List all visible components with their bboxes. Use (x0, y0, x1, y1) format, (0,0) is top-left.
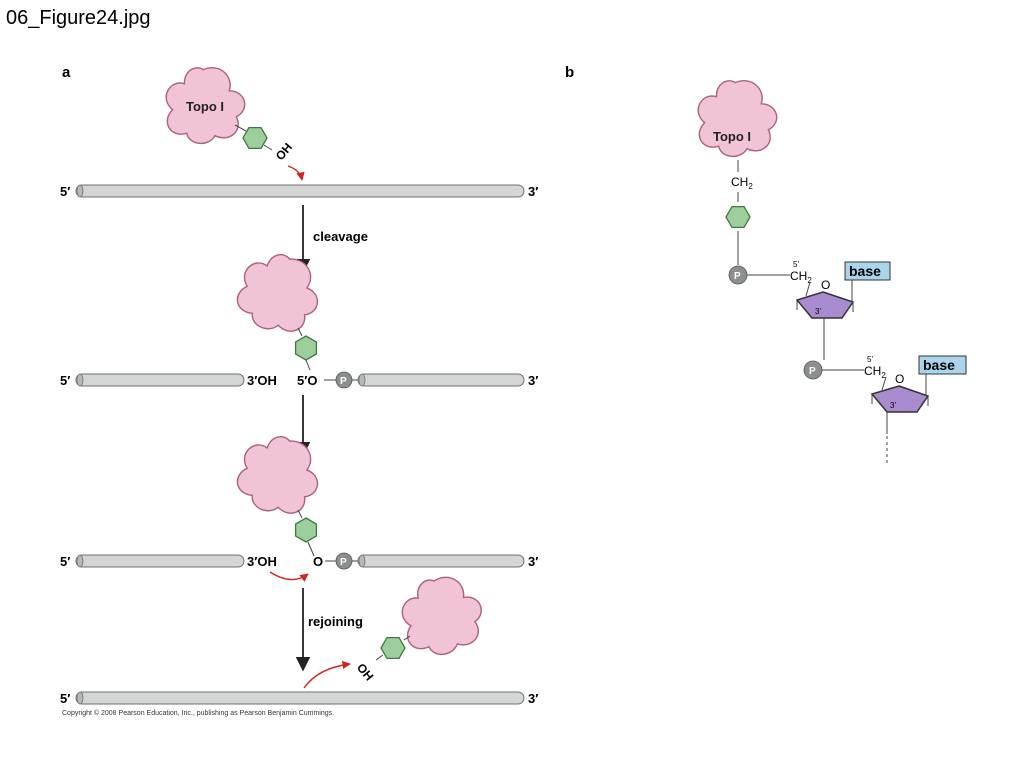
three-prime-oh-3: 3′OH (247, 554, 277, 569)
base-box-b1 (844, 261, 891, 281)
ch2-label-b2: CH2 (790, 269, 812, 285)
sugar-ring-b2 (870, 385, 930, 413)
dna-right-fragment-2 (357, 373, 525, 387)
dna-left-fragment-3 (75, 554, 245, 568)
tyrosine-ring-3 (294, 517, 318, 543)
five-prime-b1: 5' (793, 260, 799, 269)
three-prime-b1: 3' (815, 307, 821, 316)
five-prime-o-2: 5′O (297, 373, 317, 388)
base-box-b2 (918, 355, 967, 375)
five-prime-4: 5′ (60, 691, 70, 706)
topo-label-1: Topo I (186, 99, 224, 114)
ch2-label-b1: CH2 (731, 175, 753, 191)
sugar-ring-b1 (795, 291, 855, 319)
five-prime-2: 5′ (60, 373, 70, 388)
dna-right-fragment-3 (357, 554, 525, 568)
attack-arrow-3 (269, 571, 309, 582)
topo-label-b: Topo I (713, 129, 751, 144)
cleavage-label: cleavage (313, 229, 368, 244)
three-prime-4: 3′ (528, 691, 538, 706)
tyrosine-ring-1 (239, 121, 271, 155)
tyrosine-ring-4 (377, 631, 409, 665)
base-label-b2: base (923, 357, 955, 373)
base-label-b1: base (849, 263, 881, 279)
ring-oxygen-b2: O (895, 372, 904, 386)
panel-a-label: a (62, 64, 71, 81)
topo-enzyme-1: Topo I (165, 67, 246, 145)
rejoining-label: rejoining (308, 614, 363, 629)
three-prime-1: 3′ (528, 184, 538, 199)
phosphate-label-b1: P (734, 271, 741, 282)
oxygen-3: O (313, 554, 323, 569)
three-prime-3: 3′ (528, 554, 538, 569)
dna-left-fragment-2 (75, 373, 245, 387)
tyrosine-ring-2 (294, 335, 318, 361)
five-prime-b2: 5' (867, 355, 873, 364)
phosphate-label-2: P (340, 376, 347, 387)
dna-strand-4 (75, 691, 525, 705)
hydroxyl-label-4: OH (354, 661, 376, 684)
attack-arrow-1 (287, 165, 305, 181)
ch2-label-b3: CH2 (864, 364, 886, 380)
five-prime-1: 5′ (60, 184, 70, 199)
hydroxyl-label-1: OH (273, 140, 295, 163)
dna-strand-1 (75, 184, 525, 198)
phosphate-label-3: P (340, 557, 347, 568)
phosphate-label-b2: P (809, 366, 816, 377)
release-arrow (303, 660, 351, 689)
three-prime-2: 3′ (528, 373, 538, 388)
three-prime-oh-2: 3′OH (247, 373, 277, 388)
copyright-notice: Copyright © 2008 Pearson Education, Inc.… (62, 710, 335, 717)
topo-enzyme-3 (228, 425, 330, 526)
five-prime-3: 5′ (60, 554, 70, 569)
topo-enzyme-4 (396, 571, 489, 661)
tyrosine-ring-b (722, 200, 754, 234)
three-prime-b2: 3' (890, 401, 896, 410)
topo-enzyme-b: Topo I (697, 80, 778, 158)
topo-enzyme-2 (228, 243, 330, 344)
ring-oxygen-b1: O (821, 278, 830, 292)
file-title: 06_Figure24.jpg (6, 7, 151, 29)
panel-b-label: b (565, 64, 574, 81)
